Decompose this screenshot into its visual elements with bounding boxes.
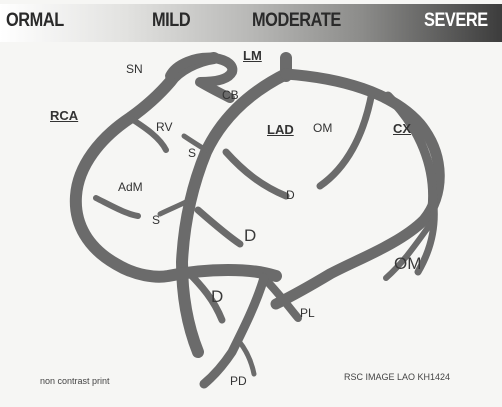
vessel-adm [96,198,138,216]
label-pd: PD [230,374,247,388]
vessel-d-upper [226,152,286,196]
footer-right-caption: RSC IMAGE LAO KH1424 [344,372,450,382]
label-lm: LM [243,48,262,63]
label-d-upper: D [286,188,295,202]
vessel-d-middle [198,210,240,244]
label-cb: CB [222,88,239,102]
label-d-lower: D [211,287,223,307]
label-pl: PL [300,306,315,320]
label-sn: SN [126,62,143,76]
label-adm: AdM [118,180,143,194]
label-s-lower: S [152,213,160,227]
label-d-middle: D [244,226,256,246]
label-lad: LAD [267,122,294,137]
vessel-pd-side [238,340,254,374]
label-rv: RV [156,120,172,134]
label-om-lower: OM [394,254,421,274]
label-rca: RCA [50,108,78,123]
label-cx: CX [393,121,411,136]
vessel-om-upper [320,92,372,186]
label-s-upper: S [188,146,196,160]
footer-left-caption: non contrast print [40,376,110,386]
label-om-upper: OM [313,121,332,135]
